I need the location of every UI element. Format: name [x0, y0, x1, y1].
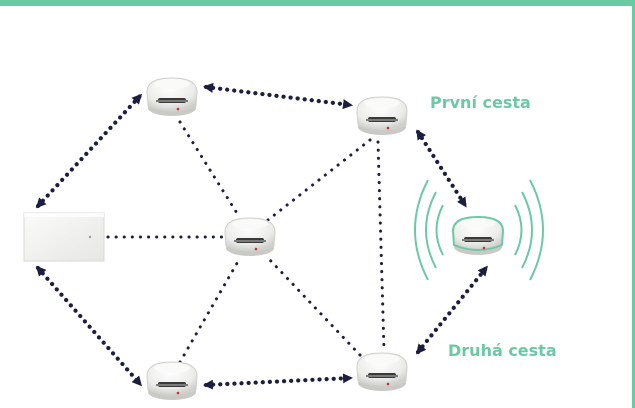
link-bottom-right-detector-to-alarm-detector [415, 265, 489, 355]
link-bottom-left-detector-to-bottom-right-detector [203, 373, 353, 390]
link-control-panel-to-bottom-left-detector [35, 265, 143, 387]
link-bottom-right-detector-to-center-detector [266, 256, 362, 357]
first-path-label: První cesta [430, 93, 531, 112]
control-panel [23, 212, 105, 262]
bottom-right-detector [356, 352, 408, 391]
link-control-panel-to-top-left-detector [35, 93, 143, 209]
detectors-layer [146, 77, 505, 400]
top-left-detector [146, 77, 198, 116]
second-path-label: Druhá cesta [448, 341, 557, 360]
link-top-left-detector-to-center-detector [178, 120, 242, 220]
alarm-detector [451, 215, 505, 255]
link-bottom-left-detector-to-center-detector [178, 256, 242, 364]
top-right-detector [356, 96, 408, 135]
bottom-left-detector [146, 361, 198, 400]
link-top-right-detector-to-bottom-right-detector [376, 140, 386, 352]
center-detector [224, 217, 276, 256]
link-top-right-detector-to-center-detector [266, 138, 372, 222]
alarm-wave-icon [414, 179, 544, 281]
links-layer [35, 82, 489, 390]
link-top-left-detector-to-top-right-detector [203, 82, 353, 110]
link-top-right-detector-to-alarm-detector [415, 129, 468, 208]
